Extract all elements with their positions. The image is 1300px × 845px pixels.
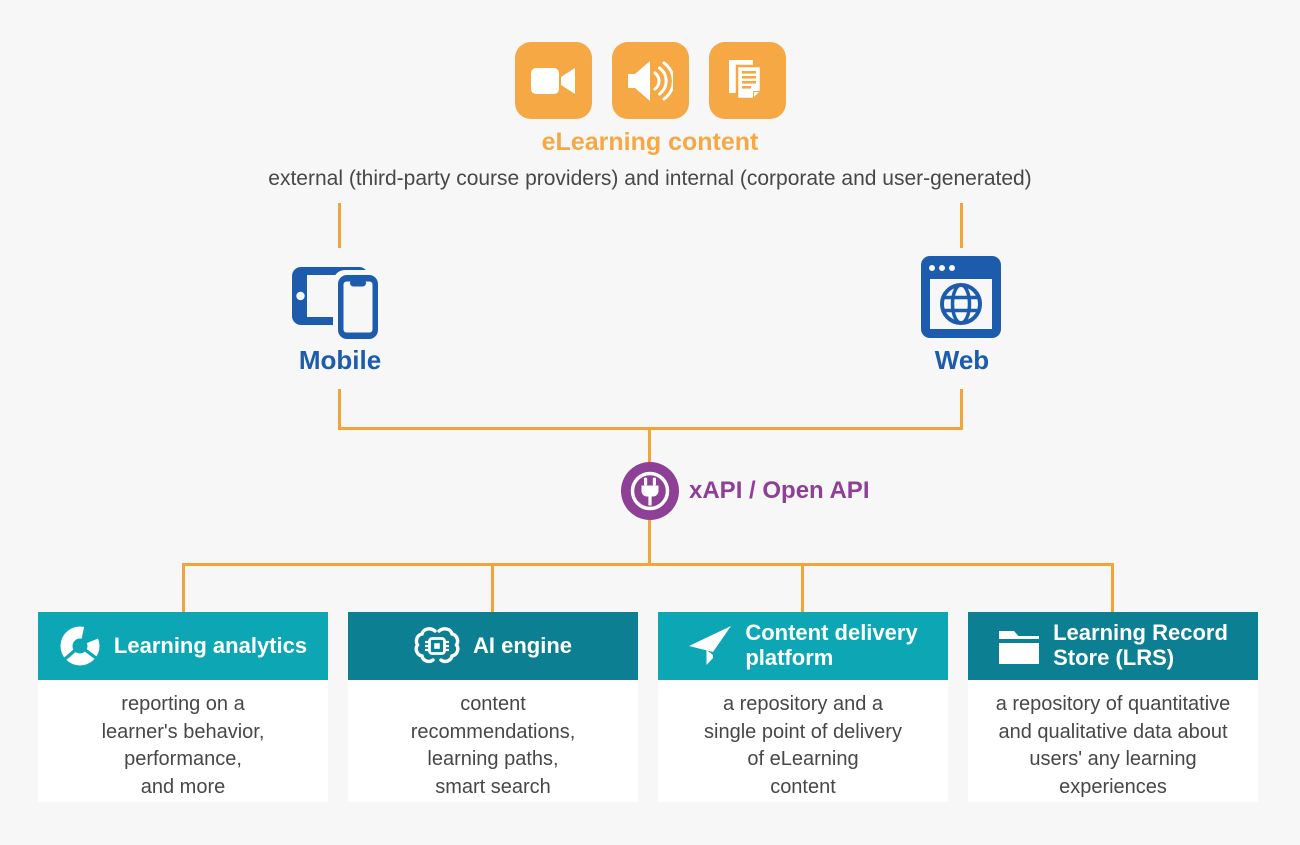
connector-line bbox=[960, 389, 963, 430]
connector-line bbox=[182, 563, 1114, 566]
diagram-title: eLearning content bbox=[541, 128, 759, 156]
web-browser-icon bbox=[921, 256, 1003, 345]
connector-line bbox=[1111, 566, 1114, 612]
video-camera-icon bbox=[514, 42, 592, 119]
card-description: a repository and a single point of deliv… bbox=[658, 680, 948, 802]
card-title: AI engine bbox=[472, 632, 572, 658]
mobile-label: Mobile bbox=[298, 345, 382, 375]
connector-line bbox=[648, 430, 651, 463]
diagram-subtitle: external (third-party course providers) … bbox=[268, 167, 1032, 190]
api-label: xAPI / Open API bbox=[689, 477, 870, 504]
connector-line bbox=[801, 566, 804, 612]
card-title: Learning analytics bbox=[113, 632, 308, 658]
connector-line bbox=[491, 566, 494, 612]
card-content-delivery-platform: Content delivery platform a repository a… bbox=[658, 612, 948, 802]
connector-line bbox=[182, 566, 185, 612]
card-learning-record-store: Learning Record Store (LRS) a repository… bbox=[968, 612, 1258, 802]
connector-line bbox=[338, 427, 963, 430]
connector-line bbox=[338, 389, 341, 430]
connector-line bbox=[338, 203, 341, 248]
card-title: Content delivery platform bbox=[745, 620, 918, 670]
card-description: content recommendations, learning paths,… bbox=[348, 680, 638, 802]
plug-icon bbox=[620, 461, 680, 521]
card-description: a repository of quantitative and qualita… bbox=[968, 680, 1258, 802]
card-title: Learning Record Store (LRS) bbox=[1053, 620, 1228, 670]
card-header: Learning analytics bbox=[38, 612, 328, 680]
card-ai-engine: AI engine content recommendations, learn… bbox=[348, 612, 638, 802]
connector-line bbox=[648, 520, 651, 566]
card-header: AI engine bbox=[348, 612, 638, 680]
paper-plane-icon bbox=[688, 625, 732, 667]
card-header: Learning Record Store (LRS) bbox=[968, 612, 1258, 680]
ai-chip-brain-icon bbox=[414, 625, 460, 667]
donut-chart-icon bbox=[59, 625, 101, 667]
speaker-icon bbox=[611, 42, 689, 119]
card-learning-analytics: Learning analytics reporting on a learne… bbox=[38, 612, 328, 802]
card-header: Content delivery platform bbox=[658, 612, 948, 680]
web-label: Web bbox=[934, 345, 990, 375]
elearning-content-icons bbox=[0, 42, 1300, 119]
documents-icon bbox=[708, 42, 786, 119]
mobile-device-icon bbox=[292, 255, 388, 348]
folder-icon bbox=[998, 627, 1040, 665]
card-description: reporting on a learner's behavior, perfo… bbox=[38, 680, 328, 802]
connector-line bbox=[960, 203, 963, 248]
